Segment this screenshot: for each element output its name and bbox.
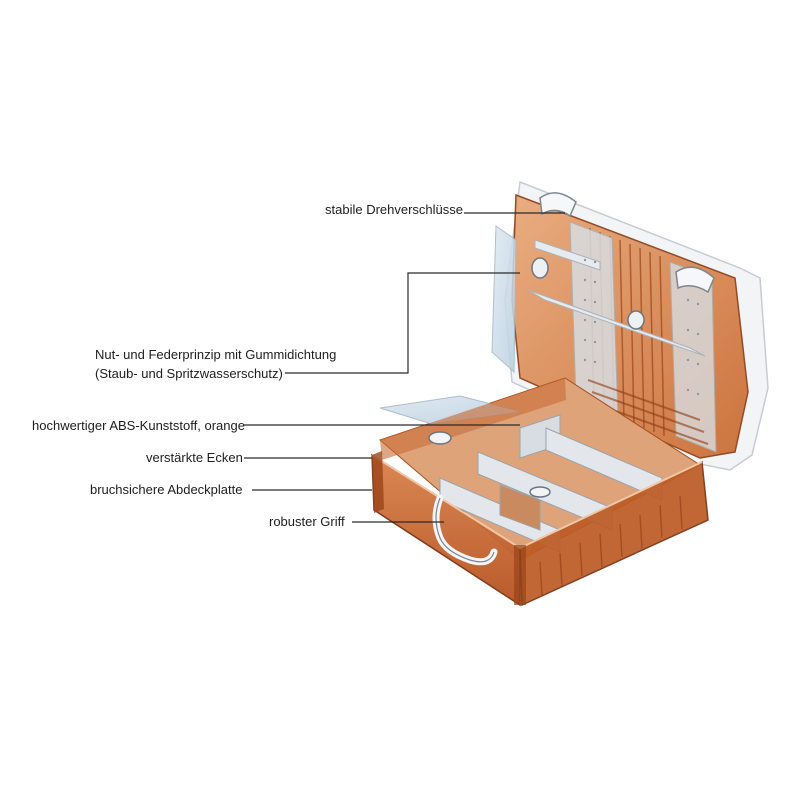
reinforced-corner-left xyxy=(372,451,384,513)
callout-seal: Nut- und Federprinzip mit Gummidichtung … xyxy=(95,345,336,383)
lid-perforation xyxy=(583,258,700,396)
lid-cover-panel xyxy=(491,225,517,374)
callout-corners: verstärkte Ecken xyxy=(146,450,243,465)
base-lock-hole-left xyxy=(428,431,452,445)
latch-right-icon xyxy=(675,266,715,294)
base-wall-ribs xyxy=(539,495,683,596)
base-cross-panel xyxy=(499,484,541,531)
lid-lock-hole-center xyxy=(627,310,645,330)
callout-seal-line2: (Staub- und Spritzwasserschutz) xyxy=(95,366,283,381)
latch-left-icon xyxy=(539,192,577,218)
case-base xyxy=(371,377,709,607)
lid-lock-hole-left xyxy=(531,257,549,279)
lid-shelf-2 xyxy=(534,239,601,271)
callout-material: hochwertiger ABS-Kunststoff, orange xyxy=(32,418,245,433)
base-back-wall xyxy=(380,378,566,460)
callout-cover-plate: bruchsichere Abdeckplatte xyxy=(90,482,243,497)
leader-seal xyxy=(285,272,520,374)
handle-outline xyxy=(435,497,495,563)
leader-lines xyxy=(244,212,565,523)
base-lock-hole-center xyxy=(529,486,551,498)
reinforced-corner-front xyxy=(514,545,526,605)
callout-seal-line1: Nut- und Federprinzip mit Gummidichtung xyxy=(95,347,337,362)
callout-handle: robuster Griff xyxy=(269,514,345,529)
callout-locks: stabile Drehverschlüsse xyxy=(325,202,464,217)
